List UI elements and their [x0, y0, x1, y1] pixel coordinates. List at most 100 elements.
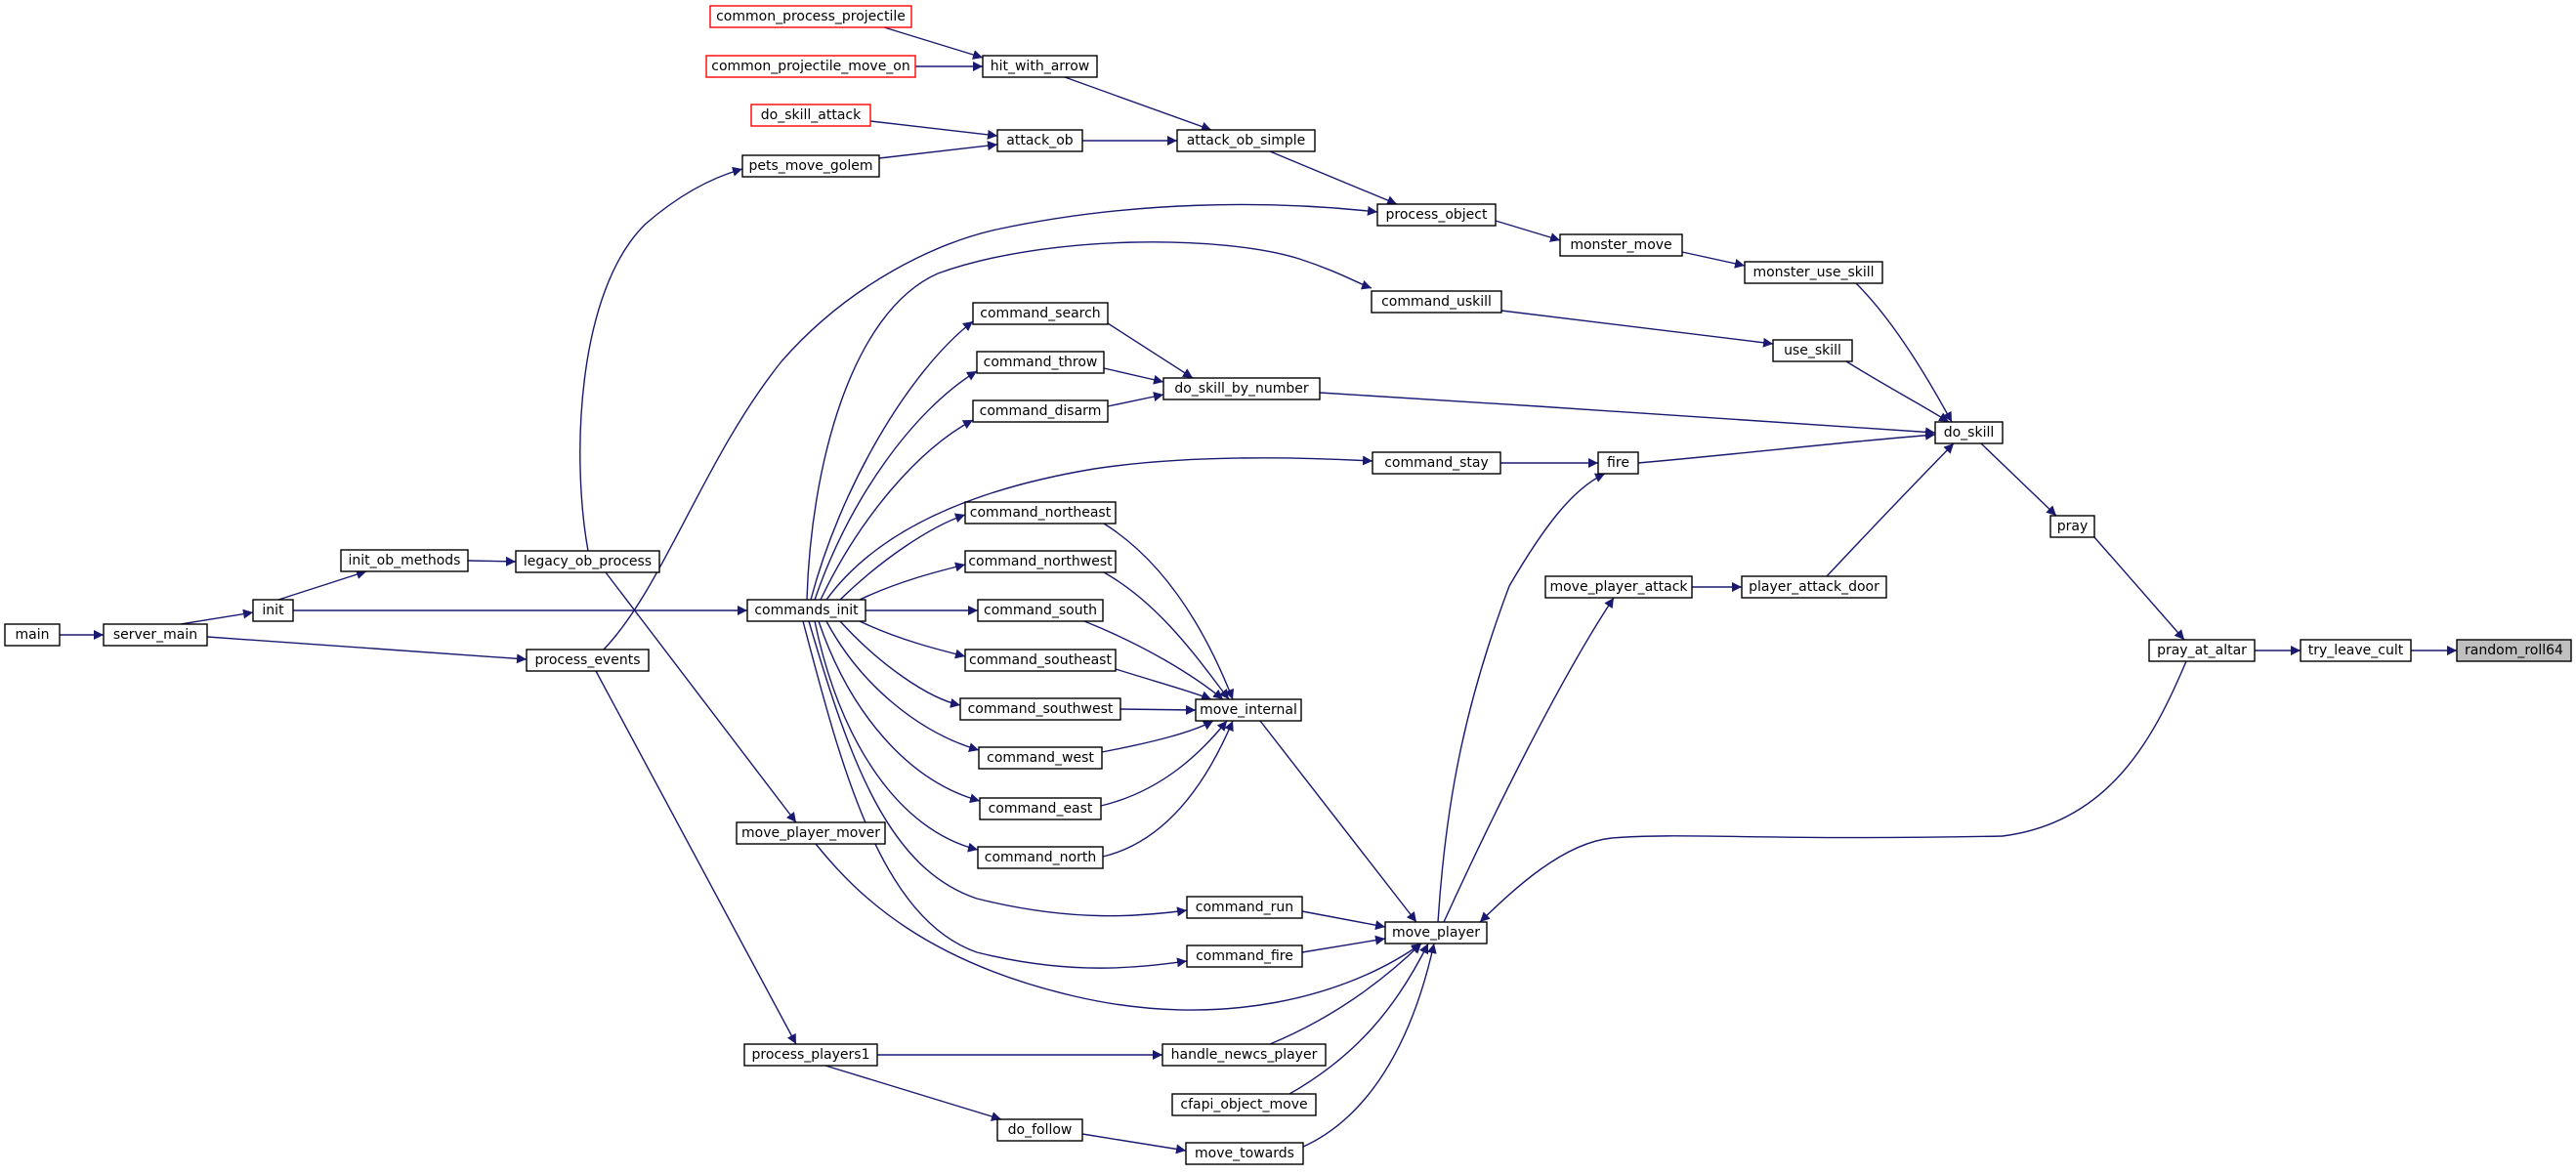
node-hit-with-arrow[interactable]: hit_with_arrow [982, 55, 1098, 78]
node-box [1376, 203, 1497, 227]
node-move-internal[interactable]: move_internal [1195, 698, 1302, 722]
node-label: player_attack_door [1749, 579, 1879, 595]
node-command-south[interactable]: command_south [977, 599, 1104, 622]
node-box [252, 599, 294, 622]
edge-do-skill-by-number-to-do-skill [1319, 392, 1936, 438]
node-command-west[interactable]: command_west [978, 746, 1103, 770]
node-label: common_projectile_move_on [711, 59, 910, 74]
edge-arrow [467, 556, 517, 567]
edge-arrow [1259, 720, 1417, 923]
node-label: cfapi_object_move [1180, 1097, 1307, 1112]
node-command-throw[interactable]: command_throw [976, 351, 1105, 374]
edge-arrow [859, 620, 966, 659]
node-label: command_disarm [980, 403, 1102, 419]
edge-commands-init-to-command-southeast [859, 620, 966, 659]
node-label: command_east [989, 801, 1093, 817]
node-command-north[interactable]: command_north [977, 846, 1104, 869]
node-box [103, 623, 208, 647]
edge-command-disarm-to-do-skill-by-number [1107, 392, 1164, 407]
node-label: server_main [113, 627, 197, 643]
node-process-object[interactable]: process_object [1376, 203, 1497, 227]
node-main[interactable]: main [4, 623, 61, 647]
node-init-ob-methods[interactable]: init_ob_methods [340, 549, 469, 572]
node-do-skill[interactable]: do_skill [1934, 421, 2004, 444]
edge-attack-ob-simple-to-process-object [1269, 150, 1398, 205]
edge-arrow [883, 26, 984, 60]
node-init[interactable]: init [252, 599, 294, 622]
edge-move-towards-to-move-player [1300, 943, 1437, 1149]
edge-arrow [1064, 76, 1212, 132]
node-box [750, 104, 871, 127]
node-use-skill[interactable]: use_skill [1772, 339, 1853, 362]
node-server-main[interactable]: server_main [103, 623, 208, 647]
node-command-run[interactable]: command_run [1186, 896, 1303, 919]
node-attack-ob-simple[interactable]: attack_ob_simple [1176, 129, 1316, 152]
edge-arrow [1826, 442, 1955, 577]
node-command-northeast[interactable]: command_northeast [964, 501, 1117, 525]
node-box [1559, 233, 1683, 257]
node-box [1744, 261, 1883, 284]
edge-arrow [579, 166, 743, 552]
edge-command-throw-to-do-skill-by-number [1103, 367, 1164, 385]
edge-commands-init-to-command-run [808, 620, 1188, 917]
node-command-uskill[interactable]: command_uskill [1371, 290, 1502, 314]
node-command-northwest[interactable]: command_northwest [964, 550, 1117, 573]
node-player-attack-door[interactable]: player_attack_door [1741, 575, 1887, 599]
node-do-follow[interactable]: do_follow [996, 1118, 1083, 1142]
edge-arrow [818, 620, 981, 804]
edge-commands-init-to-command-east [818, 620, 981, 804]
node-move-player[interactable]: move_player [1384, 921, 1488, 944]
node-box [746, 599, 866, 622]
edge-arrow [1083, 620, 1224, 700]
node-box [964, 550, 1117, 573]
node-do-skill-by-number[interactable]: do_skill_by_number [1162, 377, 1321, 400]
node-command-southwest[interactable]: command_southwest [959, 697, 1121, 721]
node-box [1162, 377, 1321, 400]
node-try-leave-cult[interactable]: try_leave_cult [2300, 639, 2412, 662]
edge-server-main-to-init [180, 608, 254, 625]
node-cfapi-object-move[interactable]: cfapi_object_move [1171, 1093, 1317, 1116]
node-attack-ob[interactable]: attack_ob [996, 129, 1083, 152]
node-legacy-ob-process[interactable]: legacy_ob_process [515, 550, 660, 573]
node-pets-move-golem[interactable]: pets_move_golem [741, 154, 880, 178]
edge-move-player-to-fire [1437, 473, 1606, 923]
node-move-player-mover[interactable]: move_player_mover [736, 821, 886, 845]
node-box [1185, 1142, 1304, 1165]
node-common-process-projectile[interactable]: common_process_projectile [709, 5, 912, 28]
node-label: pray_at_altar [2157, 643, 2247, 658]
edge-commands-init-to-command-stay [825, 455, 1373, 601]
node-command-southeast[interactable]: command_southeast [964, 649, 1117, 672]
node-move-player-attack[interactable]: move_player_attack [1544, 575, 1693, 599]
node-command-stay[interactable]: command_stay [1372, 451, 1501, 475]
node-fire[interactable]: fire [1597, 451, 1639, 475]
edge-arrow [802, 620, 1188, 969]
node-do-skill-attack[interactable]: do_skill_attack [750, 104, 871, 127]
node-label: do_skill [1944, 425, 1995, 441]
node-command-east[interactable]: command_east [979, 797, 1102, 820]
node-common-projectile-move-on[interactable]: common_projectile_move_on [705, 55, 916, 78]
node-pray[interactable]: pray [2049, 515, 2095, 538]
node-move-towards[interactable]: move_towards [1185, 1142, 1304, 1165]
node-monster-move[interactable]: monster_move [1559, 233, 1683, 257]
edge-command-northeast-to-move-internal [1103, 523, 1234, 700]
node-box [4, 623, 61, 647]
node-label: do_follow [1008, 1122, 1073, 1138]
edge-arrow [1681, 251, 1746, 269]
node-label: command_run [1196, 900, 1293, 915]
node-monster-use-skill[interactable]: monster_use_skill [1744, 261, 1883, 284]
edge-command-west-to-move-internal [1101, 720, 1214, 753]
edge-monster-use-skill-to-do-skill [1855, 282, 1953, 423]
edge-arrow [825, 620, 980, 753]
node-box [964, 649, 1117, 672]
edge-do-skill-to-pray [1980, 442, 2057, 517]
node-process-players1[interactable]: process_players1 [743, 1043, 878, 1067]
node-commands-init[interactable]: commands_init [746, 599, 866, 622]
node-pray-at-altar[interactable]: pray_at_altar [2148, 639, 2256, 662]
node-label: process_object [1386, 207, 1488, 223]
node-box [979, 797, 1102, 820]
node-process-events[interactable]: process_events [526, 649, 650, 672]
node-handle-newcs-player[interactable]: handle_newcs_player [1161, 1043, 1327, 1067]
node-command-fire[interactable]: command_fire [1186, 944, 1303, 968]
node-command-search[interactable]: command_search [972, 302, 1109, 325]
node-command-disarm[interactable]: command_disarm [972, 399, 1109, 423]
